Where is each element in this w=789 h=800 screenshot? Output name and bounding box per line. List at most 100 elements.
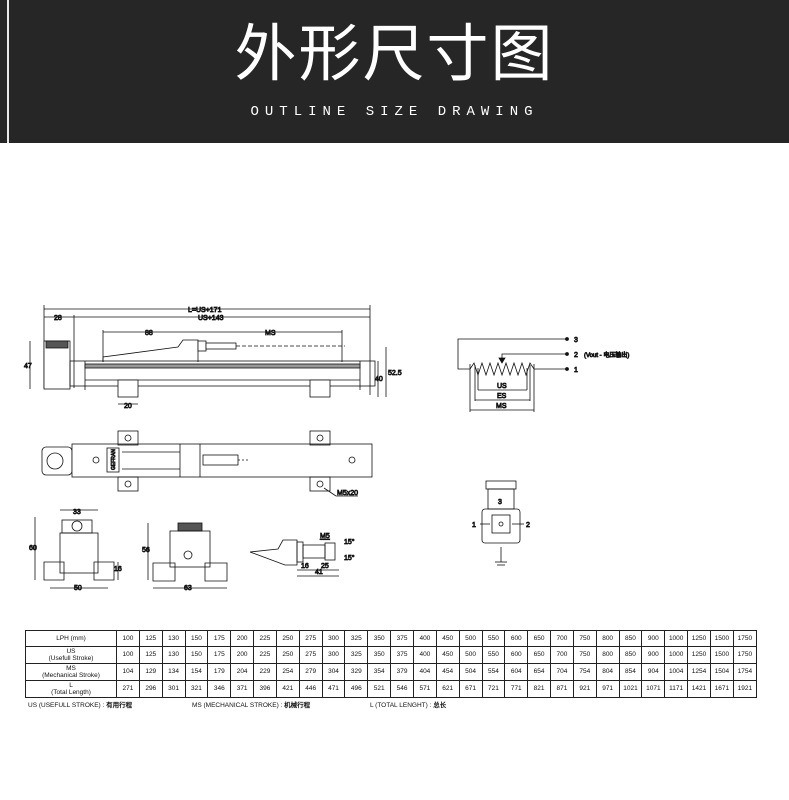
table-cell: 250	[275, 630, 300, 647]
row-header: LPH (mm)	[25, 630, 117, 647]
table-cell: 301	[161, 680, 186, 698]
table-cell: 134	[161, 663, 186, 681]
table-cell: 275	[298, 646, 323, 664]
top-view-drawing: M5x20 GEFRAN	[41, 430, 373, 497]
table-cell: 130	[161, 630, 186, 647]
table-cell: 1500	[709, 630, 734, 647]
dim-28: 28	[54, 315, 62, 322]
table-cell: 200	[230, 646, 255, 664]
table-cell: 471	[321, 680, 346, 698]
table-cell: 504	[458, 663, 483, 681]
table-cell: 750	[572, 646, 597, 664]
note-ms: MS (MECHANICAL STROKE) : 机械行程	[191, 702, 311, 709]
dim-41-rod: 41	[315, 569, 323, 576]
thread-label: M5	[320, 533, 330, 540]
connector-pin-2: 2	[526, 522, 530, 529]
dim-63: 63	[184, 585, 192, 592]
table-cell: 821	[527, 680, 552, 698]
row-header-text: MS	[66, 664, 76, 672]
table-cell: 971	[595, 680, 620, 698]
end-view-drawings: 33 60 16 50 56 63	[29, 509, 228, 592]
table-cell: 704	[550, 663, 574, 681]
angle-bottom-label: 15°	[344, 554, 355, 562]
row-header: US(Usefull Stroke)	[25, 646, 117, 664]
screw-label: M5x20	[337, 490, 358, 497]
table-cell: 204	[230, 663, 255, 681]
rod-end-drawing: M5 15° 15° 16 25 41	[249, 533, 355, 577]
angle-top-label: 15°	[344, 538, 355, 546]
table-cell: 296	[138, 680, 163, 698]
table-cell: 804	[595, 663, 620, 681]
es-label: ES	[497, 393, 507, 400]
table-cell: 721	[481, 680, 506, 698]
row-header: L(Total Length)	[25, 680, 117, 698]
table-cell: 446	[298, 680, 323, 698]
table-cell: 175	[207, 646, 232, 664]
page-subtitle: OUTLINE SIZE DRAWING	[250, 104, 539, 120]
table-cell: 350	[367, 646, 392, 664]
dim-ms: MS	[265, 330, 276, 337]
table-cell: 1250	[687, 630, 711, 647]
dim-25-rod: 25	[321, 563, 329, 570]
table-cell: 300	[321, 630, 346, 647]
table-cell: 179	[207, 663, 232, 681]
table-cell: 500	[458, 646, 483, 664]
table-cell: 325	[344, 630, 369, 647]
table-cell: 900	[641, 630, 666, 647]
table-cell: 229	[253, 663, 277, 681]
connector-pin-3: 3	[498, 499, 502, 506]
connector-pin-1: 1	[472, 522, 476, 529]
table-cell: 404	[412, 663, 437, 681]
dim-16: 16	[114, 566, 122, 573]
table-cell: 200	[230, 630, 255, 647]
table-cell: 800	[595, 646, 620, 664]
table-cell: 1750	[732, 630, 758, 647]
pin-2-description: (Vout - 电压输出)	[584, 351, 629, 359]
dim-20: 20	[124, 403, 132, 410]
row-header-text: US	[66, 647, 76, 655]
legend-notes: US (USEFULL STROKE) : 有用行程 MS (MECHANICA…	[28, 699, 504, 709]
table-cell: 1254	[687, 663, 711, 681]
table-cell: 754	[572, 663, 597, 681]
dim-47: 47	[24, 363, 32, 370]
dim-88: 88	[145, 330, 153, 337]
page-title: 外形尺寸图	[234, 17, 555, 90]
table-cell: 400	[412, 646, 437, 664]
table-cell: 650	[527, 630, 552, 647]
dim-16-rod: 16	[301, 563, 309, 570]
row-header: MS(Mechanical Stroke)	[25, 663, 117, 681]
table-cell: 129	[138, 663, 163, 681]
table-cell: 450	[435, 646, 460, 664]
table-cell: 304	[321, 663, 346, 681]
row-header-text: LPH (mm)	[56, 634, 86, 642]
table-cell: 604	[504, 663, 529, 681]
table-cell: 554	[481, 663, 506, 681]
dim-56: 56	[142, 547, 150, 554]
row-header-text: (Usefull Stroke)	[48, 655, 94, 662]
table-cell: 175	[207, 630, 232, 647]
ms-label: MS	[496, 403, 507, 410]
table-cell: 225	[253, 630, 277, 647]
dim-total-length: L=US+171	[188, 307, 222, 314]
header-banner: 外形尺寸图 OUTLINE SIZE DRAWING	[0, 0, 789, 143]
table-cell: 150	[184, 630, 209, 647]
table-cell: 371	[230, 680, 255, 698]
table-cell: 1004	[664, 663, 689, 681]
table-cell: 1504	[709, 663, 734, 681]
table-cell: 1021	[618, 680, 643, 698]
table-cell: 275	[298, 630, 323, 647]
connector-pinout: 3 1 2	[472, 480, 530, 566]
row-header-text: L	[69, 681, 73, 689]
divider-line	[7, 0, 9, 143]
dim-us-plus-143: US+143	[198, 315, 224, 322]
table-cell: 375	[390, 646, 414, 664]
table-cell: 150	[184, 646, 209, 664]
dim-60: 60	[29, 545, 37, 552]
dim-40: 40	[375, 376, 383, 383]
row-header-text: (Total Length)	[51, 689, 91, 696]
us-label: US	[497, 383, 507, 390]
